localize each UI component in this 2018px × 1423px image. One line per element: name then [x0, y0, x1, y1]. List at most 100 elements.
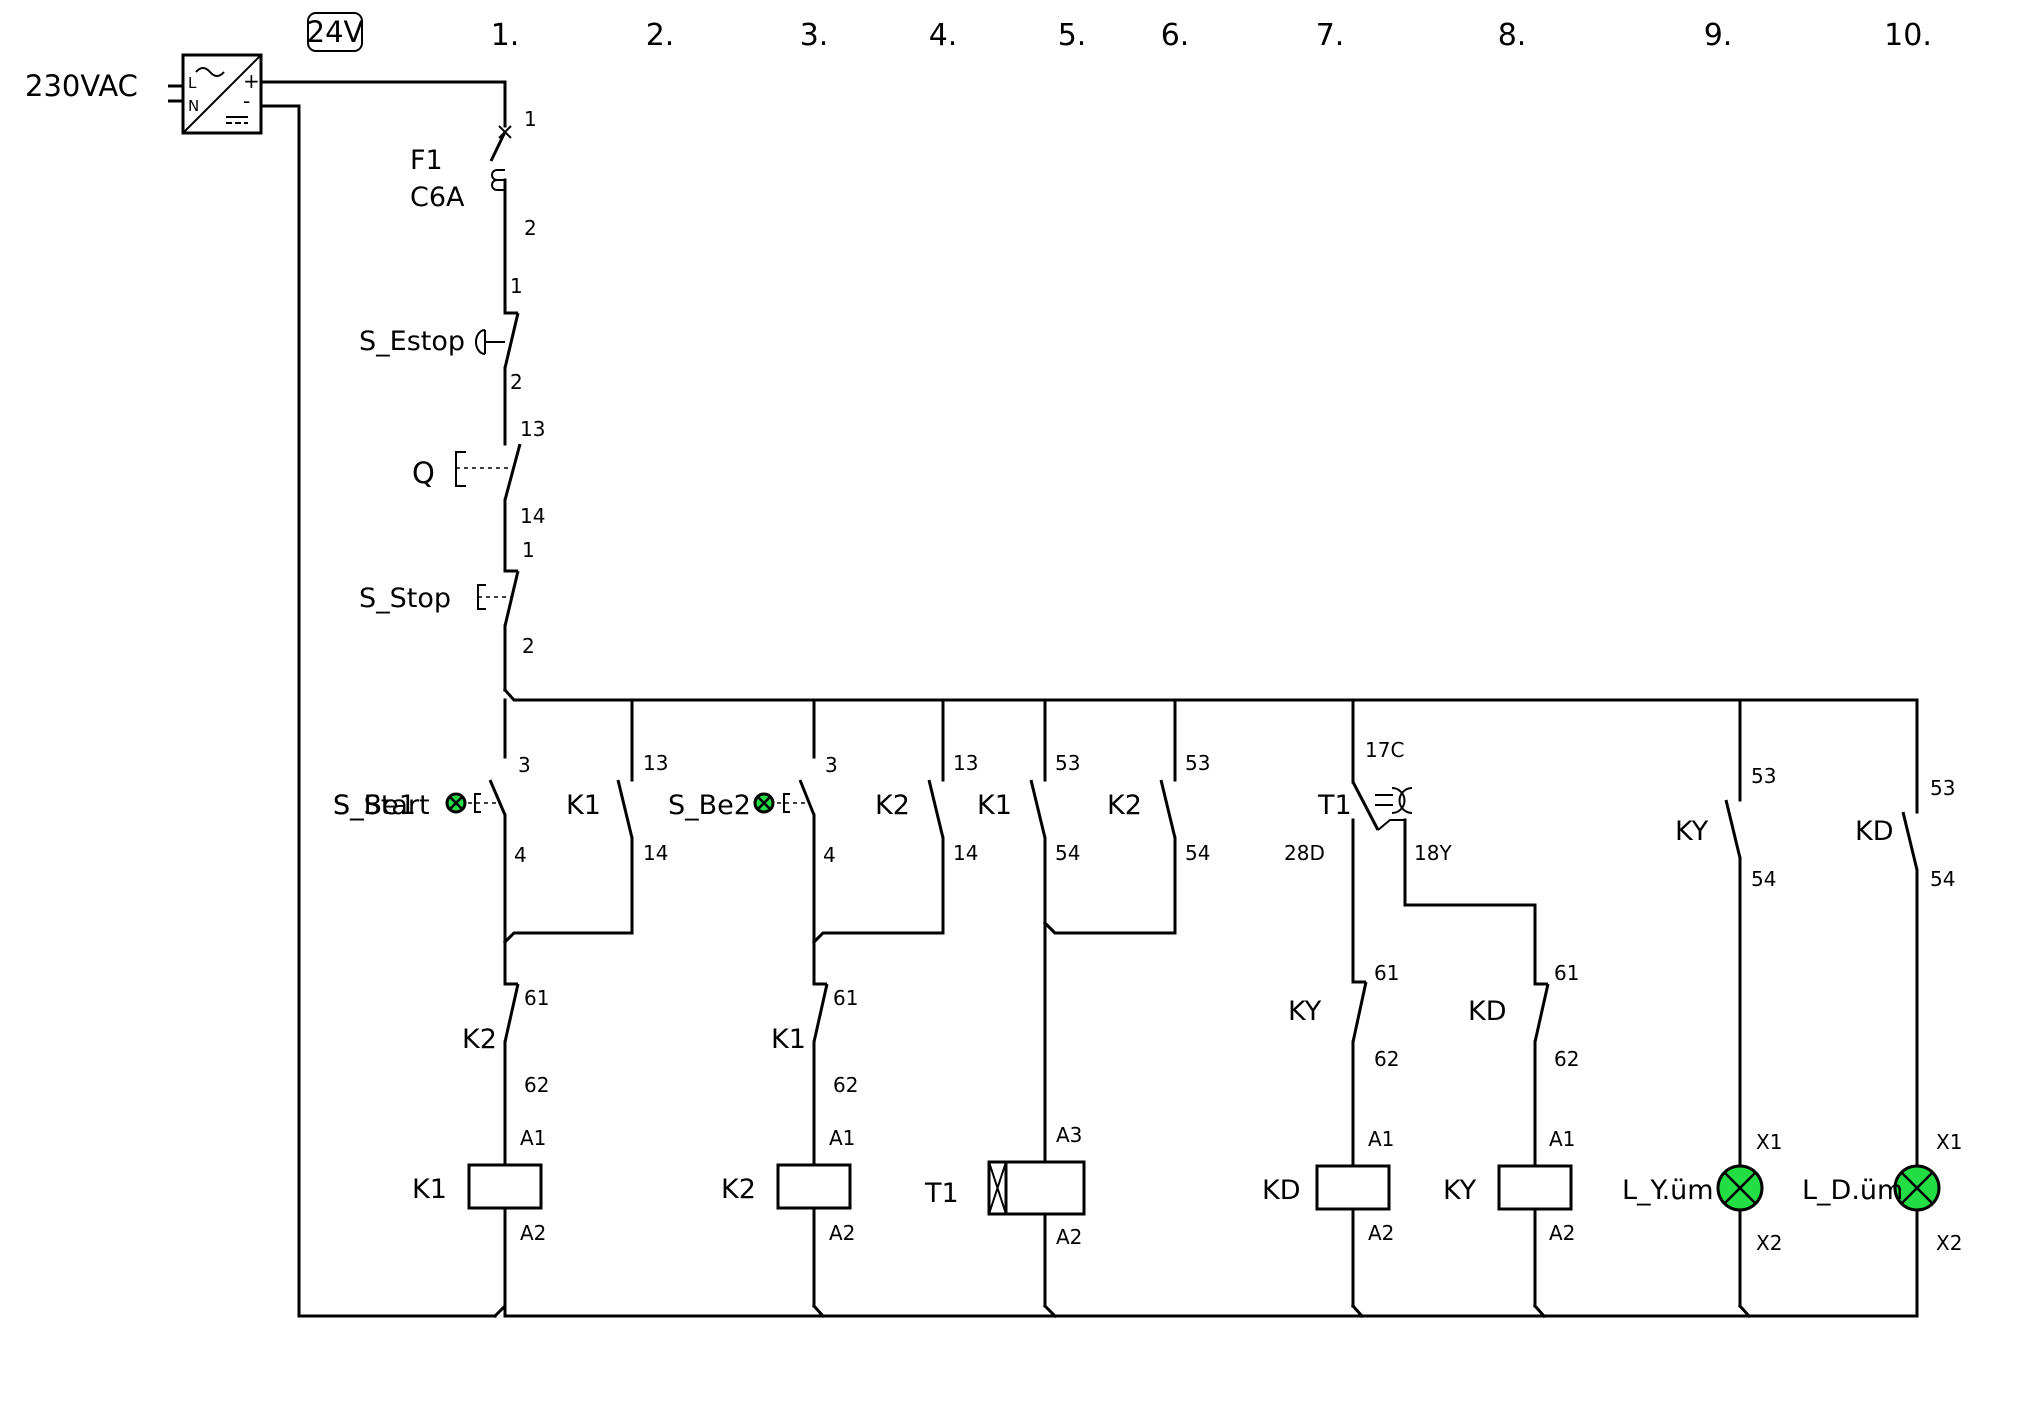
k1-coil: K1 A1 A2 [412, 1126, 546, 1245]
k1-coil-a1: A1 [520, 1126, 546, 1150]
ky-aux-name: KY [1675, 816, 1709, 847]
breaker-f1: F1 C6A 1 2 [410, 107, 537, 240]
voltage-label-text: 24V [307, 15, 364, 49]
q-name: Q [412, 456, 435, 490]
column-number: 8. [1498, 18, 1527, 53]
column-number: 6. [1161, 18, 1190, 53]
supply-pin-n: N [188, 97, 199, 115]
k2-coil-name: K2 [721, 1174, 756, 1205]
s-start-terminal-3: 3 [518, 753, 531, 777]
column-numbers: 1. 2. 3. 4. 5. 6. 7. 8. 9. 10. [491, 18, 1932, 53]
stop-button: S_Stop 1 2 [359, 538, 535, 658]
thermal-actuator-icon [455, 451, 466, 487]
ky-aux-terminal-53: 53 [1751, 764, 1776, 788]
ky-interlock-terminal-61: 61 [1374, 961, 1399, 985]
s-be2-name: S_Be2 [668, 790, 751, 821]
ky-interlock-name: KY [1288, 996, 1322, 1027]
k2-interlock-contact: K2 61 62 [462, 982, 549, 1097]
k1-interlock-terminal-61: 61 [833, 986, 858, 1010]
k2-hold-name: K2 [875, 790, 910, 821]
k1-hold-name: K1 [566, 790, 601, 821]
lamp-d: L_D.üm X1 X2 [1802, 1130, 1962, 1255]
k1-aux-terminal-54: 54 [1055, 841, 1080, 865]
k1-hold-terminal-14: 14 [643, 841, 668, 865]
s-stop-terminal-1: 1 [522, 538, 535, 562]
f1-rating: C6A [410, 182, 465, 213]
lamp-y-x2: X2 [1756, 1231, 1782, 1255]
k2-interlock-terminal-62: 62 [524, 1073, 549, 1097]
t1-terminal-28d: 28D [1284, 841, 1325, 865]
k2-hold-terminal-14: 14 [953, 841, 978, 865]
f1-terminal-1: 1 [524, 107, 537, 131]
k1-hold-terminal-13: 13 [643, 751, 668, 775]
k1-coil-a2: A2 [520, 1221, 546, 1245]
column-number: 3. [800, 18, 829, 53]
kd-coil-a1: A1 [1368, 1127, 1394, 1151]
column-number: 1. [491, 18, 520, 53]
k2-coil-a2: A2 [829, 1221, 855, 1245]
t1-timer-coil: T1 A3 A2 [924, 1123, 1086, 1249]
kd-interlock-terminal-62: 62 [1554, 1047, 1579, 1071]
kd-interlock-name: KD [1468, 996, 1507, 1027]
f1-name: F1 [410, 145, 443, 176]
kd-aux-terminal-53: 53 [1930, 776, 1955, 800]
q-terminal-14: 14 [520, 504, 545, 528]
s-estop-terminal-1: 1 [510, 274, 523, 298]
kd-coil-name: KD [1262, 1175, 1301, 1206]
column-number: 7. [1316, 18, 1345, 53]
k2-aux-name: K2 [1107, 790, 1142, 821]
f1-terminal-2: 2 [524, 216, 537, 240]
k2-hold-terminal-13: 13 [953, 751, 978, 775]
lamp-d-x2: X2 [1936, 1231, 1962, 1255]
s-be2-button: S_Be2 3 4 [668, 753, 838, 867]
k1-interlock-name: K1 [771, 1024, 806, 1055]
s-stop-name: S_Stop [359, 583, 451, 614]
k2-interlock-terminal-61: 61 [524, 986, 549, 1010]
k2-aux-contact: K2 53 54 [1107, 751, 1210, 865]
t1-timer-contact: T1 17C 18Y 28D [1284, 738, 1452, 865]
t1-coil-a2: A2 [1056, 1225, 1082, 1249]
s-be1-name: S_Be1 [333, 790, 416, 821]
k1-coil-name: K1 [412, 1174, 447, 1205]
k2-aux-terminal-53: 53 [1185, 751, 1210, 775]
indicator-lamp-icon [445, 792, 467, 814]
k1-aux-contact: K1 53 54 [977, 751, 1177, 935]
ky-aux-contact: KY 53 54 [1675, 764, 1776, 891]
k1-aux-name: K1 [977, 790, 1012, 821]
wiring [259, 80, 1919, 1319]
column-number: 10. [1884, 18, 1932, 53]
supply-input-label: 230VAC [25, 69, 138, 103]
ky-interlock-terminal-62: 62 [1374, 1047, 1399, 1071]
supply-pin-plus: + [243, 69, 260, 93]
ky-coil: KY A1 A2 [1443, 1127, 1575, 1245]
ky-aux-terminal-54: 54 [1751, 867, 1776, 891]
ky-coil-a1: A1 [1549, 1127, 1575, 1151]
thermal-trip-icon [491, 169, 505, 191]
k2-hold-contact: K2 13 14 [875, 751, 978, 865]
kd-interlock-contact: KD 61 62 [1468, 961, 1579, 1071]
s-be2-terminal-3: 3 [825, 753, 838, 777]
s-start-name: S_Start [333, 790, 430, 821]
s-be2-terminal-4: 4 [823, 843, 836, 867]
q-terminal-13: 13 [520, 417, 545, 441]
indicator-lamp-icon [753, 792, 775, 814]
s-stop-terminal-2: 2 [522, 634, 535, 658]
k2-coil-a1: A1 [829, 1126, 855, 1150]
lamp-y-x1: X1 [1756, 1130, 1782, 1154]
ky-coil-a2: A2 [1549, 1221, 1575, 1245]
start-button: S_Start S_Be1 3 4 [333, 753, 531, 867]
k2-interlock-name: K2 [462, 1024, 497, 1055]
s-start-terminal-4: 4 [514, 843, 527, 867]
kd-interlock-terminal-61: 61 [1554, 961, 1579, 985]
kd-aux-contact: KD 53 54 [1855, 776, 1955, 891]
k2-coil: K2 A1 A2 [721, 1126, 855, 1245]
t1-terminal-18y: 18Y [1414, 841, 1452, 865]
t1-terminal-17c: 17C [1365, 738, 1404, 762]
s-estop-name: S_Estop [359, 326, 465, 357]
ac-symbol-icon [195, 67, 225, 77]
k2-aux-terminal-54: 54 [1185, 841, 1210, 865]
column-number: 9. [1704, 18, 1733, 53]
ky-interlock-contact: KY 61 62 [1288, 961, 1399, 1071]
voltage-label-24v: 24V [307, 12, 364, 52]
